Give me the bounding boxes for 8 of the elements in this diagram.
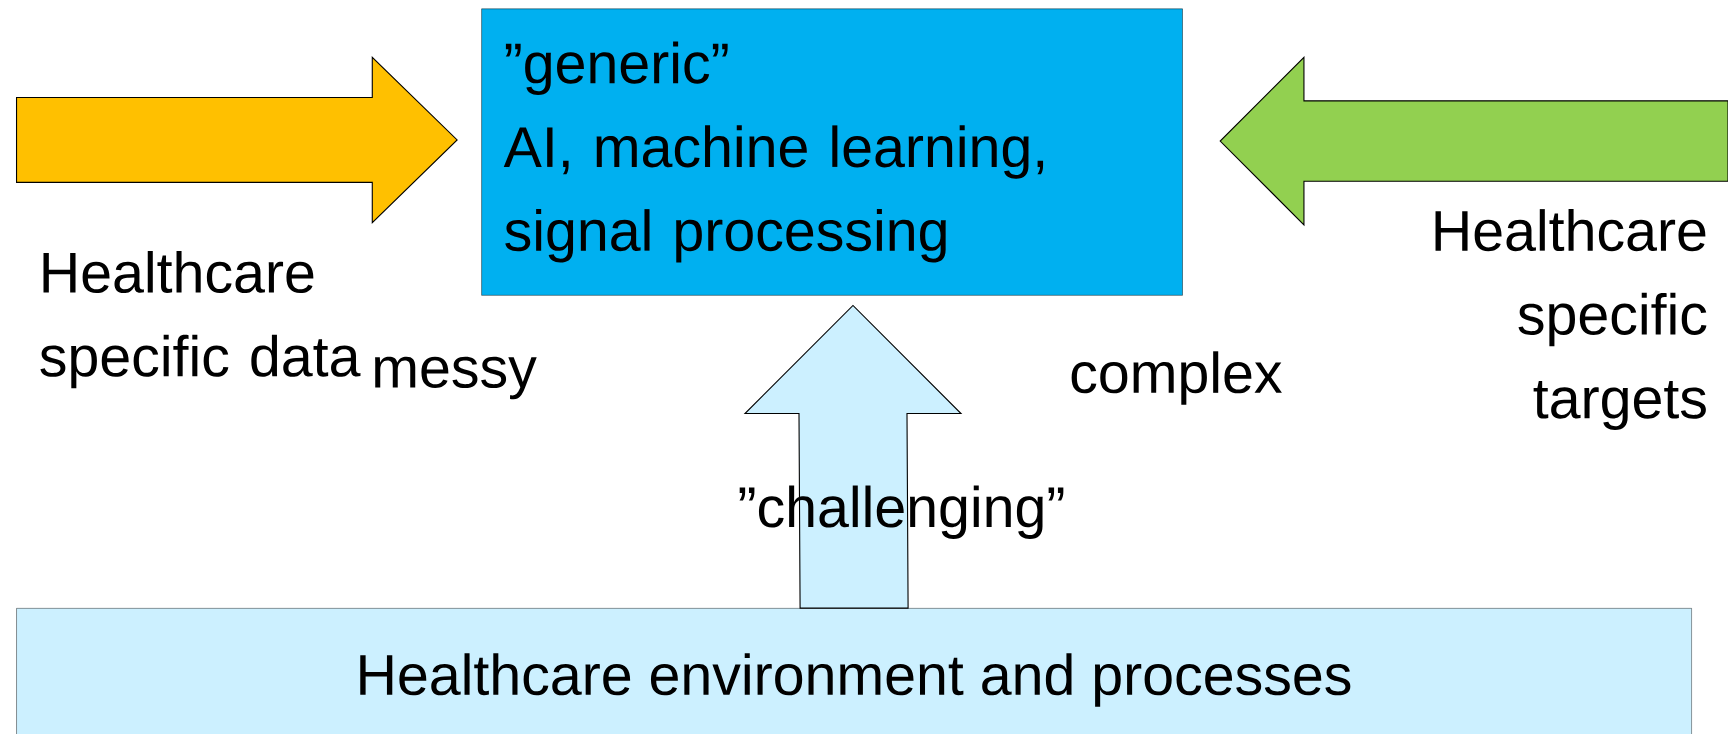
text-label: Healthcare specific data: [40, 251, 361, 389]
process-box: ”generic” AI, machine learning, signal processing: [481, 8, 1183, 296]
block-arrow: [1219, 56, 1728, 227]
text-label: complex: [1071, 351, 1282, 405]
text-label: Healthcare specific targets: [1435, 209, 1707, 431]
environment-box: Healthcare environment and processes: [16, 608, 1692, 734]
text-label: messy: [375, 356, 537, 400]
block-arrow: [16, 56, 458, 224]
